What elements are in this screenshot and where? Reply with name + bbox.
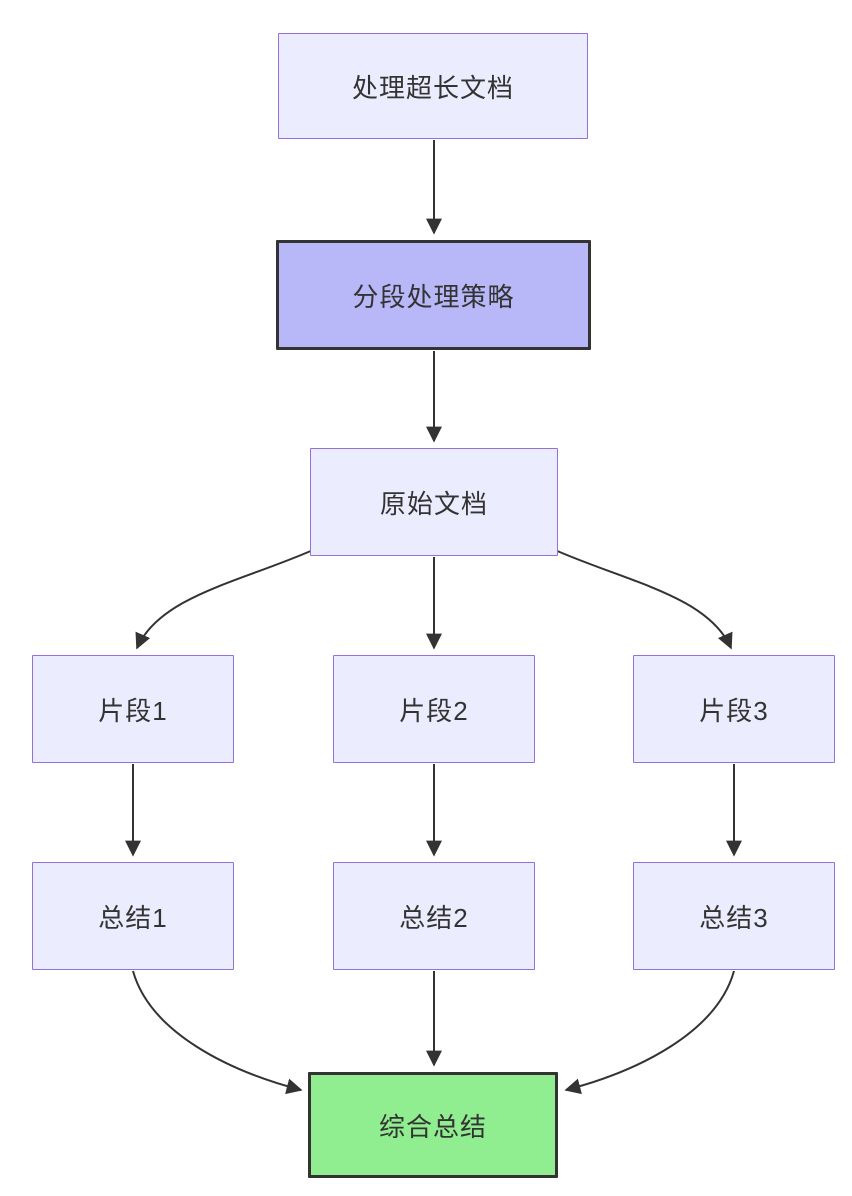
node-strategy-label: 分段处理策略 xyxy=(352,281,515,312)
node-segment-2: 片段2 xyxy=(333,655,535,763)
node-final-summary: 综合总结 xyxy=(308,1072,558,1178)
edge-original-doc-to-segment-3 xyxy=(554,549,733,650)
node-segment-1: 片段1 xyxy=(32,655,234,763)
node-segment-3: 片段3 xyxy=(633,655,835,763)
node-summary-1: 总结1 xyxy=(32,862,234,970)
edge-original-doc-to-segment-1 xyxy=(135,549,314,650)
node-original-doc: 原始文档 xyxy=(310,448,558,556)
node-summary-2-label: 总结2 xyxy=(399,902,469,933)
node-strategy: 分段处理策略 xyxy=(276,240,591,350)
node-original-doc-label: 原始文档 xyxy=(379,488,488,519)
node-summary-1-label: 总结1 xyxy=(98,902,168,933)
edge-summary-1-to-final xyxy=(132,970,303,1095)
node-summary-3: 总结3 xyxy=(633,862,835,970)
node-final-summary-label: 综合总结 xyxy=(378,1111,487,1142)
edge-summary-3-to-final xyxy=(564,970,735,1095)
node-summary-2: 总结2 xyxy=(333,862,535,970)
node-summary-3-label: 总结3 xyxy=(699,902,769,933)
node-segment-3-label: 片段3 xyxy=(699,695,769,726)
node-doc-task-label: 处理超长文档 xyxy=(351,72,514,103)
node-doc-task: 处理超长文档 xyxy=(278,33,588,139)
node-segment-1-label: 片段1 xyxy=(98,695,168,726)
node-segment-2-label: 片段2 xyxy=(399,695,469,726)
